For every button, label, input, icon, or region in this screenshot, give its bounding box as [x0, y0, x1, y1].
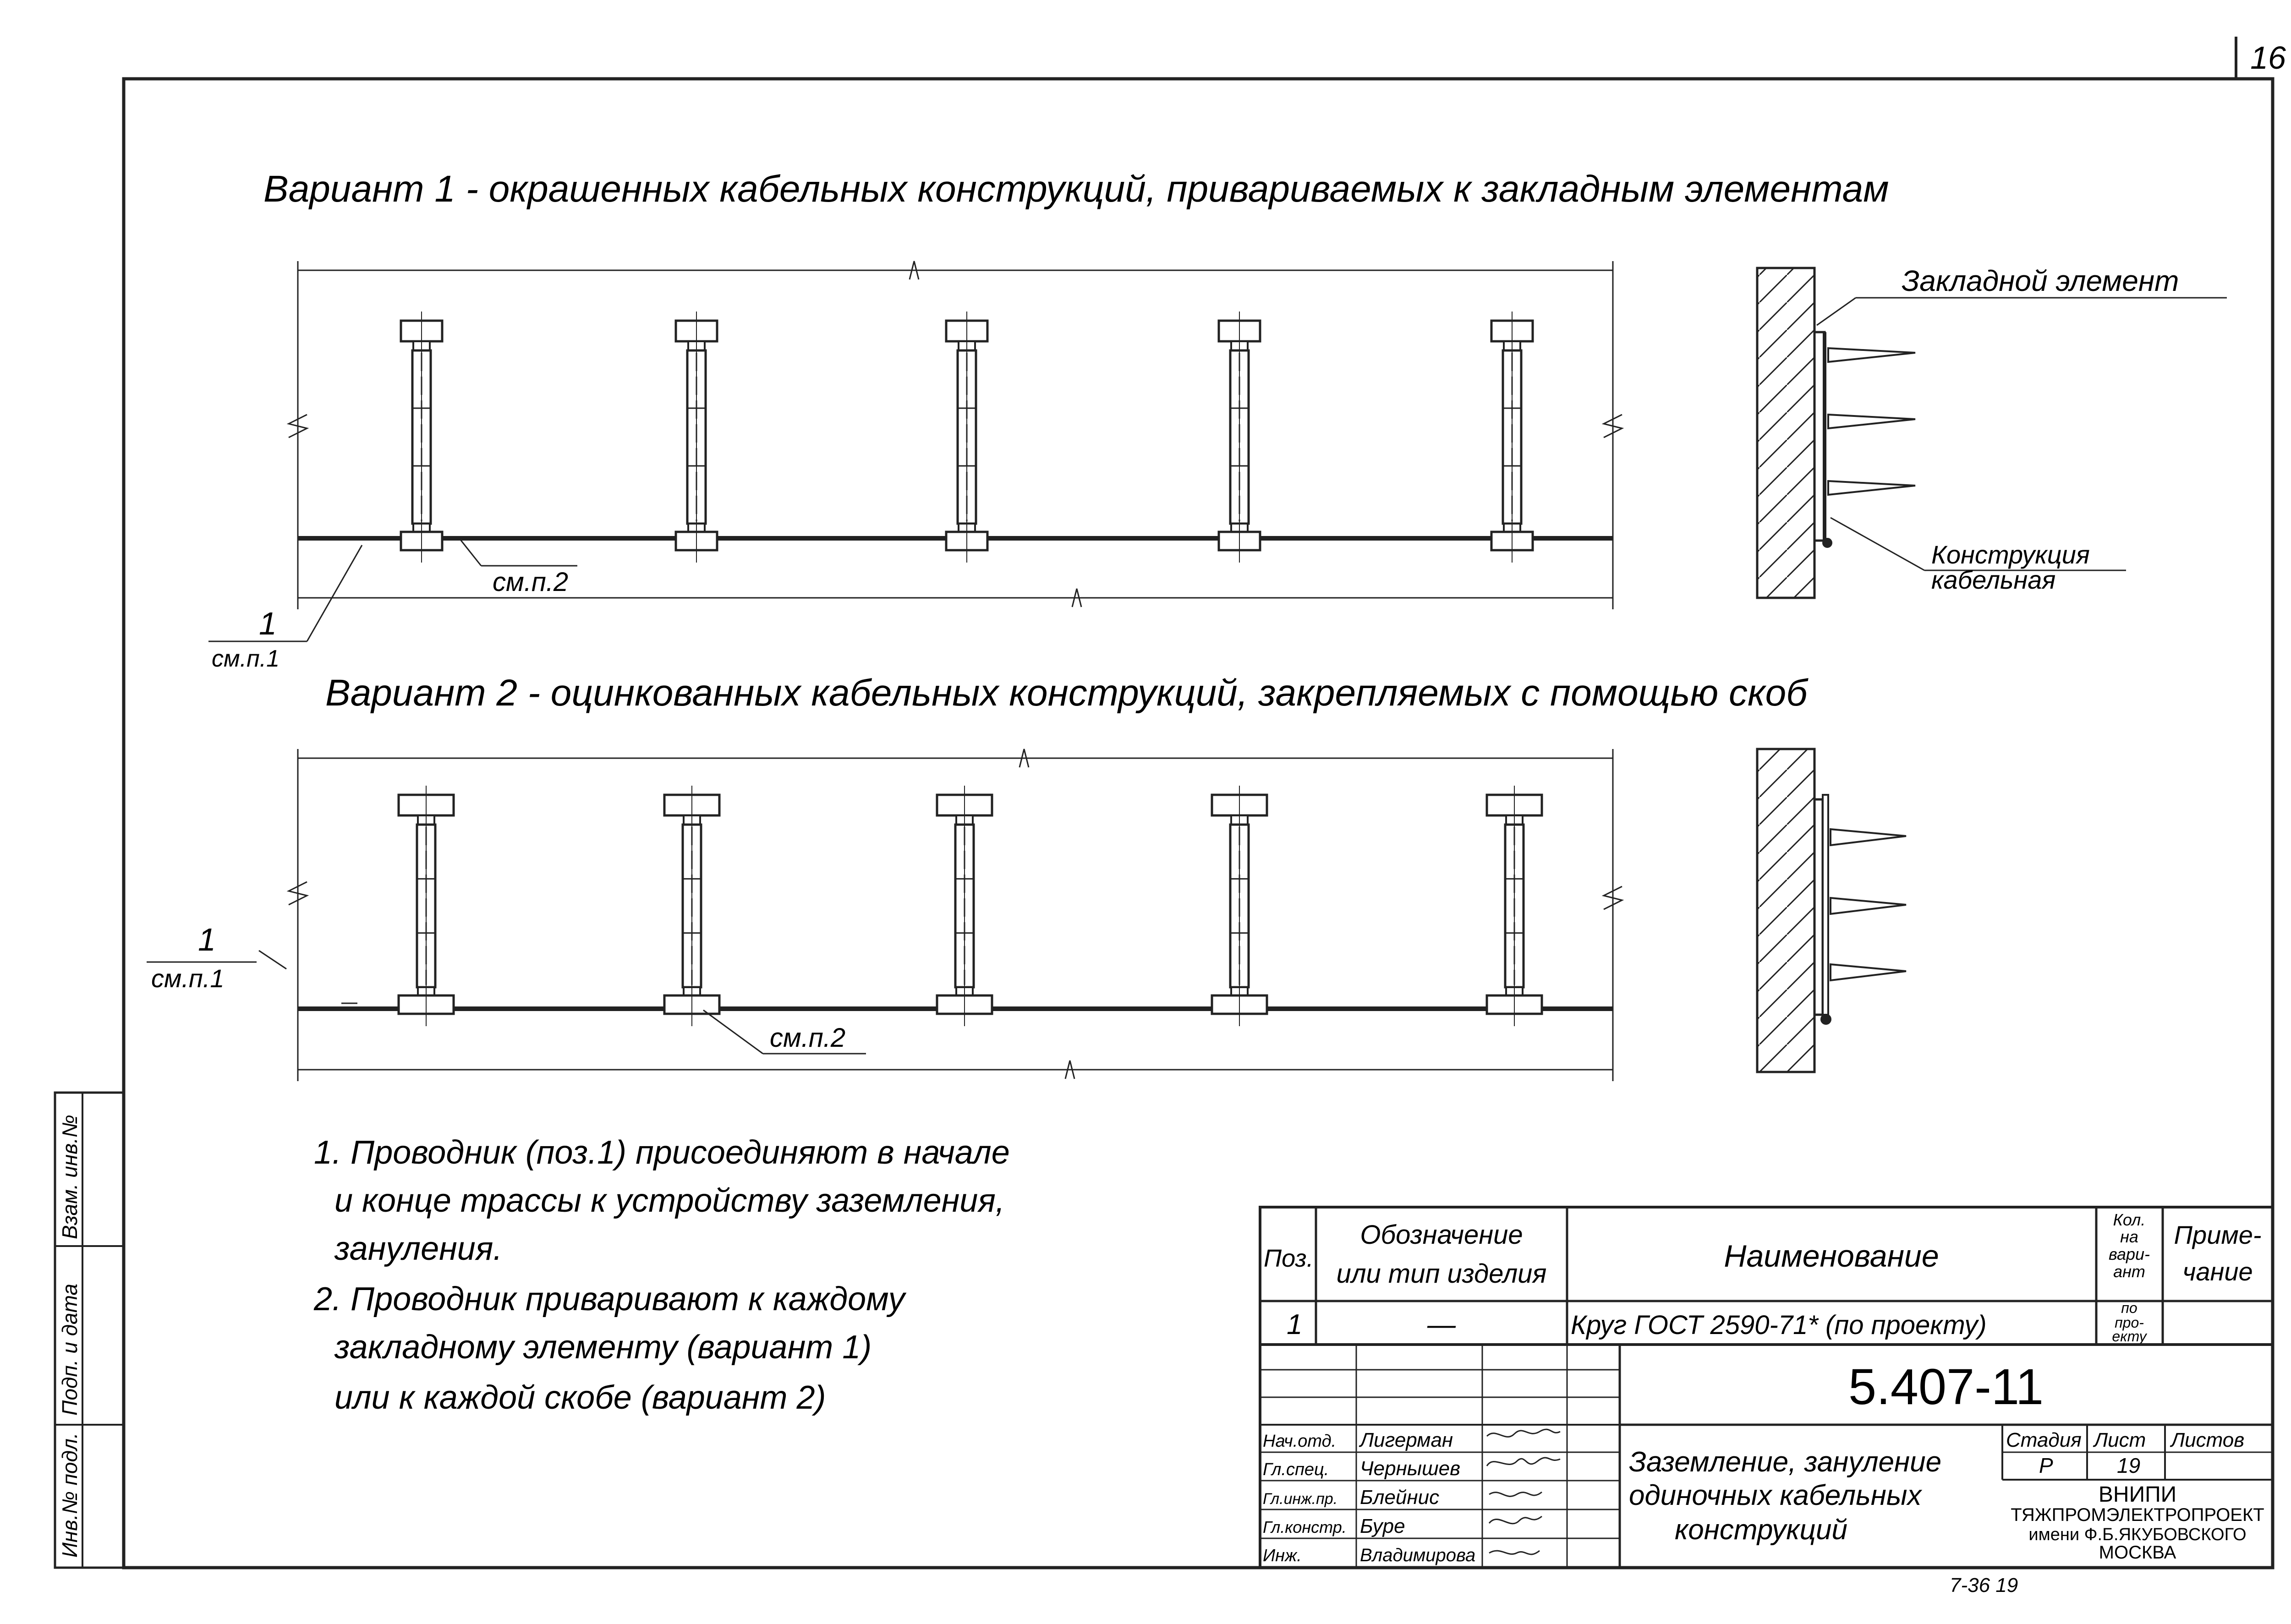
sheet-label: Лист — [2093, 1429, 2146, 1451]
variant2-title: Вариант 2 - оцинкованных кабельных конст… — [325, 672, 1809, 714]
signer-name-2: Чернышев — [1360, 1457, 1460, 1480]
sheet-value: 19 — [2117, 1454, 2140, 1477]
variant1-section — [1756, 267, 2227, 599]
org-line-4: МОСКВА — [2099, 1542, 2176, 1563]
side-stamp-inv-replace: Взам. инв.№ — [58, 1115, 82, 1239]
cable-structure-label-1: Конструкция — [1931, 540, 2090, 569]
sheets-label: Листов — [2170, 1429, 2244, 1451]
spec-header-qty-4: ант — [2113, 1262, 2145, 1281]
side-stamp-inv-orig: Инв.№ подл. — [58, 1433, 82, 1558]
spec-row-pos: 1 — [1287, 1309, 1302, 1340]
note-line-6: или к каждой скобе (вариант 2) — [334, 1379, 826, 1416]
note-line-5: закладному элементу (вариант 1) — [334, 1329, 871, 1366]
note-line-2: и конце трассы к устройству заземления, — [334, 1182, 1005, 1219]
spec-table-text: Поз. Обозначение или тип изделия Наимено… — [1264, 1210, 2262, 1345]
v1-note2-ref: см.п.2 — [493, 567, 568, 597]
spec-row-designation: — — [1427, 1309, 1456, 1340]
variant1-posts — [400, 312, 1534, 563]
doc-code: 5.407-11 — [1848, 1359, 2044, 1415]
signer-role-4: Гл.констр. — [1263, 1518, 1347, 1537]
variant2-callouts — [147, 950, 866, 1055]
v2-note2-ref: см.п.2 — [770, 1023, 845, 1053]
cable-post — [1490, 312, 1534, 563]
cable-structure-label-2: кабельная — [1931, 565, 2055, 594]
spec-header-qty-3: вари- — [2109, 1245, 2150, 1263]
v1-pos1-ref: см.п.1 — [212, 645, 280, 672]
stage-value: Р — [2039, 1454, 2053, 1477]
sheet-number-box: 16 — [2235, 37, 2286, 80]
signer-role-1: Нач.отд. — [1263, 1432, 1336, 1451]
variant1-plan — [286, 261, 1624, 609]
side-stamp: Инв.№ подл. Подп. и дата Взам. инв.№ — [54, 1091, 125, 1569]
v1-pos1-number: 1 — [259, 606, 277, 641]
spec-header-designation-1: Обозначение — [1360, 1220, 1523, 1250]
signer-name-3: Блейнис — [1360, 1486, 1439, 1509]
spec-header-note-2: чание — [2182, 1257, 2253, 1286]
doc-title-2: одиночных кабельных — [1629, 1480, 1922, 1511]
signer-name-1: Лигерман — [1359, 1429, 1453, 1451]
v2-pos1-ref: см.п.1 — [151, 964, 224, 993]
spec-row-qty-1: по — [2121, 1300, 2137, 1316]
org-line-3: имени Ф.Б.ЯКУБОВСКОГО — [2028, 1525, 2246, 1544]
note-line-4: 2. Проводник приваривают к каждому — [313, 1281, 907, 1318]
title-block-text: 5.407-11 Заземление, зануление одиночных… — [1263, 1359, 2264, 1565]
cable-post — [397, 786, 455, 1026]
org-line-2: ТЯЖПРОМЭЛЕКТРОПРОЕКТ — [2011, 1505, 2264, 1525]
variant2-posts — [397, 786, 1543, 1026]
stage-label: Стадия — [2006, 1429, 2082, 1451]
spec-header-qty-2: на — [2120, 1227, 2138, 1246]
variant1-title: Вариант 1 - окрашенных кабельных констру… — [263, 168, 1889, 210]
footer-mark: 7-36 19 — [1950, 1574, 2018, 1597]
spec-header-pos: Поз. — [1264, 1245, 1314, 1272]
cable-post — [674, 312, 718, 563]
cable-post — [1485, 786, 1543, 1026]
spec-row-qty-2: про- — [2115, 1314, 2144, 1331]
spec-header-qty-1: Кол. — [2113, 1210, 2146, 1229]
cable-post — [945, 312, 989, 563]
org-line-1: ВНИПИ — [2099, 1482, 2176, 1507]
spec-header-designation-2: или тип изделия — [1337, 1259, 1547, 1289]
cable-post — [1211, 786, 1268, 1026]
spec-row-name: Круг ГОСТ 2590-71* (по проекту) — [1571, 1310, 1987, 1340]
signer-role-2: Гл.спец. — [1263, 1460, 1329, 1479]
signer-role-5: Инж. — [1263, 1546, 1302, 1565]
signer-role-3: Гл.инж.пр. — [1263, 1490, 1337, 1508]
variant1-callouts — [208, 536, 577, 642]
cable-post — [663, 786, 721, 1026]
variant2-section — [1756, 748, 1907, 1073]
note-line-3: зануления. — [334, 1230, 502, 1267]
cable-post — [936, 786, 993, 1026]
spec-header-note-1: Приме- — [2174, 1220, 2261, 1249]
side-stamp-sign-date: Подп. и дата — [58, 1284, 82, 1416]
sheet-number: 16 — [2250, 40, 2286, 76]
spec-row-qty-3: екту — [2112, 1328, 2147, 1345]
signer-name-4: Буре — [1360, 1515, 1405, 1537]
v2-pos1-number: 1 — [198, 922, 216, 957]
cable-post — [1217, 312, 1261, 563]
cable-post — [400, 312, 444, 563]
title-block — [1259, 1343, 2274, 1569]
sheet-frame — [122, 77, 2275, 1569]
spec-header-name: Наименование — [1724, 1239, 1939, 1274]
doc-title-1: Заземление, зануление — [1629, 1446, 1941, 1478]
doc-title-3: конструкций — [1675, 1514, 1847, 1546]
signer-name-5: Владимирова — [1360, 1545, 1475, 1565]
notes: 1. Проводник (поз.1) присоединяют в нача… — [313, 1134, 1010, 1416]
embedded-element-label: Закладной элемент — [1902, 264, 2179, 297]
note-line-1: 1. Проводник (поз.1) присоединяют в нача… — [314, 1134, 1010, 1171]
signatures — [1486, 1428, 1561, 1555]
